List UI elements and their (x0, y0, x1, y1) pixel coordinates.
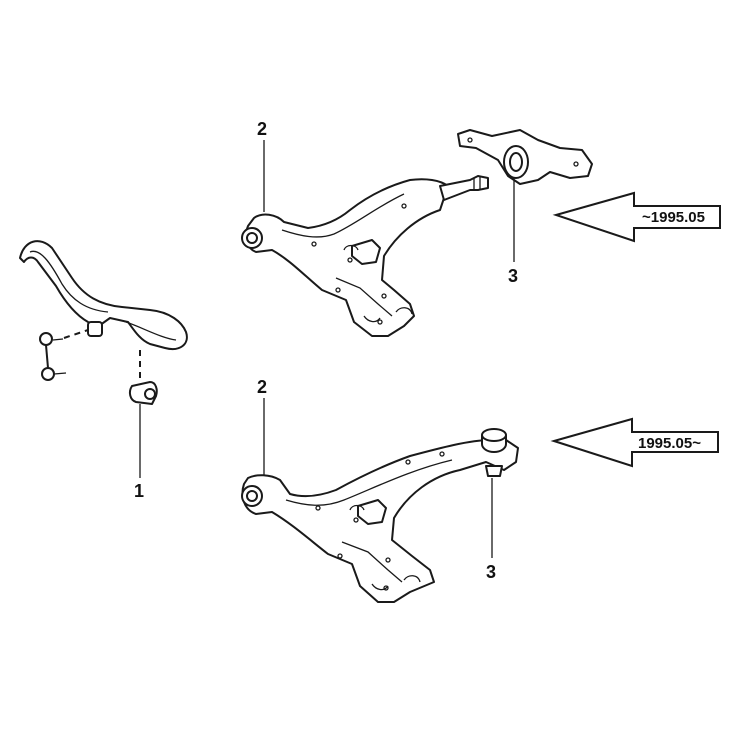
arrow-upper-label: ~1995.05 (642, 209, 705, 226)
lower-control-arm-late (241, 439, 519, 603)
stabilizer-link (39, 329, 89, 381)
lower-control-arm-early (241, 178, 449, 337)
callout-1: 1 (134, 481, 144, 501)
callout-3-lower: 3 (486, 562, 496, 582)
callout-3-upper: 3 (508, 266, 518, 286)
stabilizer-bar (19, 240, 188, 350)
ball-joint-late (481, 428, 507, 477)
ball-joint-stud-early (439, 175, 489, 201)
arrow-lower-label: 1995.05~ (638, 435, 701, 452)
arrow-upper (552, 191, 721, 243)
arrow-lower (550, 417, 719, 468)
callout-2-upper: 2 (257, 119, 267, 139)
stabilizer-bushing (87, 321, 158, 405)
rear-bushing-bracket-early (457, 129, 593, 185)
callout-2-lower: 2 (257, 377, 267, 397)
